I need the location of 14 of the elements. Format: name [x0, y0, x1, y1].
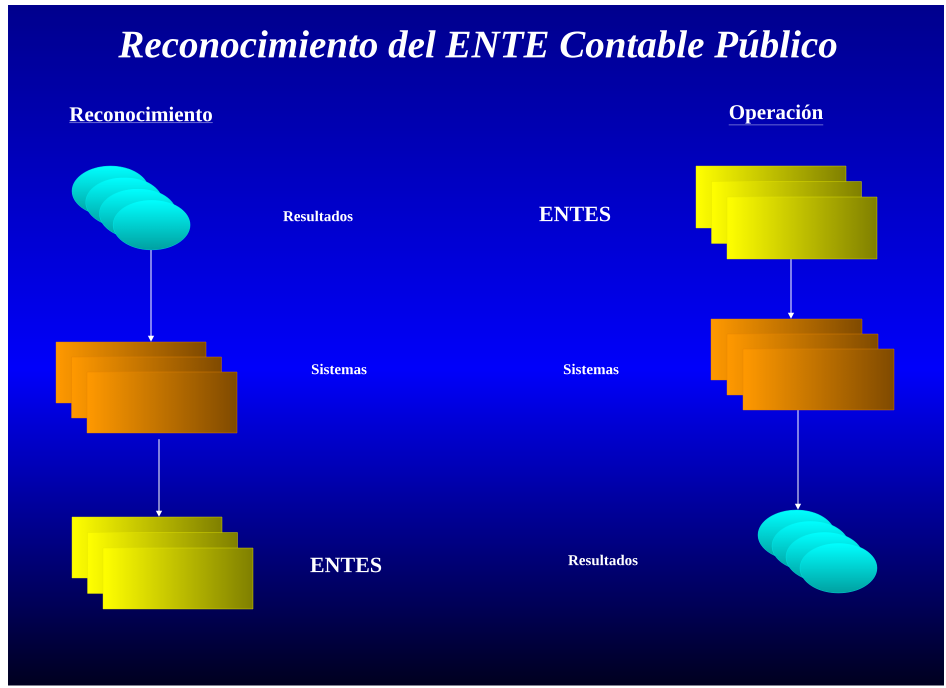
step-label: Sistemas	[312, 364, 367, 374]
card-stack	[72, 516, 254, 610]
column-heading: Reconocimiento	[69, 106, 213, 123]
step-label: Sistemas	[564, 364, 619, 374]
step-label: ENTES	[539, 206, 610, 222]
card-stack	[56, 342, 238, 434]
card-stack	[710, 318, 894, 410]
card-stack	[696, 166, 878, 260]
title: Reconocimiento del ENTE Contable Público	[118, 30, 836, 58]
step-label: Resultados	[568, 554, 638, 566]
ellipse-stack	[758, 510, 878, 594]
ellipse-stack	[72, 166, 190, 250]
column-heading: Operación	[728, 104, 824, 126]
step-label: Resultados	[283, 210, 353, 222]
